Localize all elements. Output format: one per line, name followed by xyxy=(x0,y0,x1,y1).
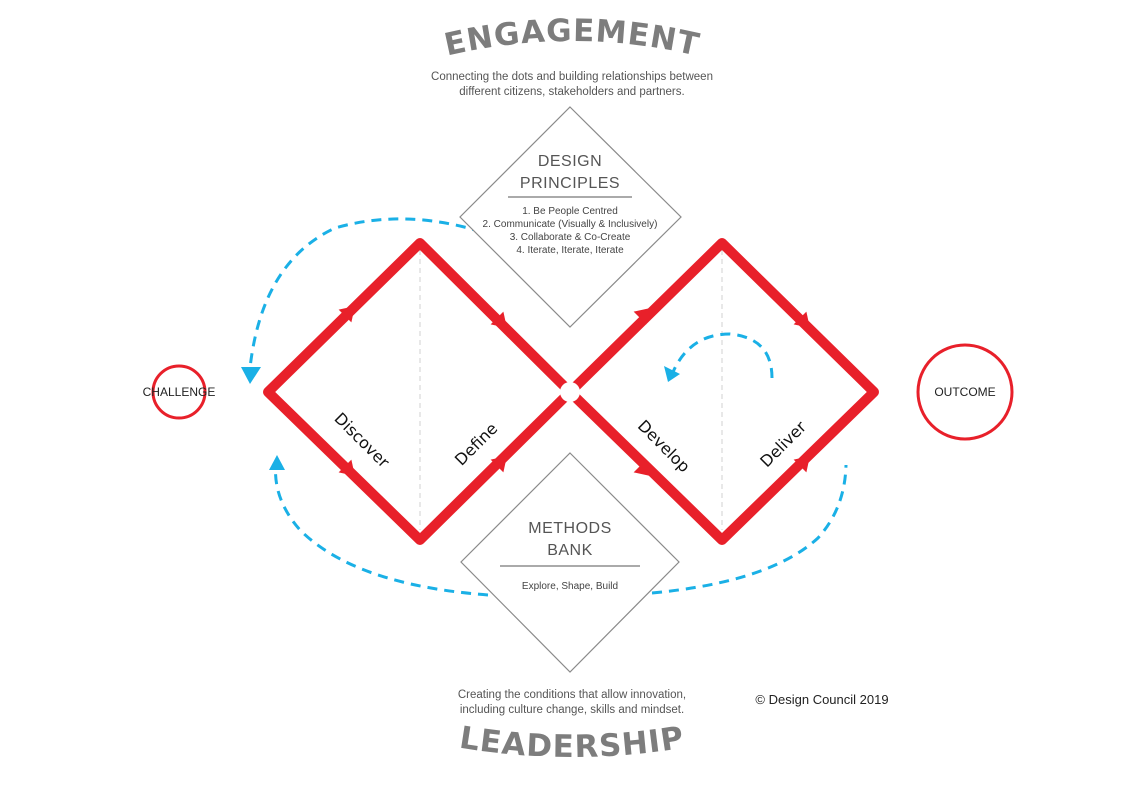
leadership-loop-right xyxy=(651,464,848,595)
methods-bank-box xyxy=(460,452,680,673)
arrow-define-down xyxy=(490,311,507,328)
design-principles-title-line1: DESIGN xyxy=(538,153,602,170)
leadership-caption-line2: including culture change, skills and min… xyxy=(460,704,684,716)
iteration-loop xyxy=(671,332,774,379)
challenge-circle xyxy=(151,364,207,420)
arrow-develop-up xyxy=(633,308,650,325)
design-principle-2: 2. Communicate (Visually & Inclusively) xyxy=(483,219,658,230)
design-principles-title-line2: PRINCIPLES xyxy=(520,175,620,192)
engagement-title: ENGAGEMENT xyxy=(441,13,703,64)
junction-node xyxy=(560,382,580,402)
loop-arrowhead-iteration xyxy=(664,366,680,382)
methods-bank-title-line2: BANK xyxy=(547,542,593,559)
copyright: © Design Council 2019 xyxy=(755,692,888,707)
engagement-caption-line2: different citizens, stakeholders and par… xyxy=(459,86,684,98)
engagement-loop-left xyxy=(248,217,483,369)
design-principles-box xyxy=(459,106,682,328)
arrow-discover-down xyxy=(338,459,355,476)
outcome-label: OUTCOME xyxy=(934,385,995,399)
methods-bank-title-line1: METHODS xyxy=(528,520,612,537)
loop-arrowhead-left xyxy=(269,455,285,470)
arrow-deliver-down xyxy=(793,311,810,328)
methods-bank-subtitle: Explore, Shape, Build xyxy=(522,581,618,592)
arrow-define-up xyxy=(490,456,507,473)
challenge-label: CHALLENGE xyxy=(143,385,216,399)
leadership-loop-left xyxy=(274,461,489,597)
design-principle-4: 4. Iterate, Iterate, Iterate xyxy=(516,245,624,256)
arrow-deliver-up xyxy=(793,456,810,473)
arrow-discover-up xyxy=(338,306,355,323)
leadership-title: LEADERSHIP xyxy=(457,720,687,765)
diamond-discover-define xyxy=(263,238,575,545)
loop-arrowhead-challenge xyxy=(241,367,261,384)
design-principle-3: 3. Collaborate & Co-Create xyxy=(510,232,631,243)
diamond-develop-deliver xyxy=(565,238,879,545)
design-principle-1: 1. Be People Centred xyxy=(522,206,618,217)
arrow-develop-down xyxy=(633,459,650,476)
leadership-caption-line1: Creating the conditions that allow innov… xyxy=(458,689,686,701)
outcome-circle xyxy=(916,343,1014,441)
engagement-caption-line1: Connecting the dots and building relatio… xyxy=(431,71,713,83)
